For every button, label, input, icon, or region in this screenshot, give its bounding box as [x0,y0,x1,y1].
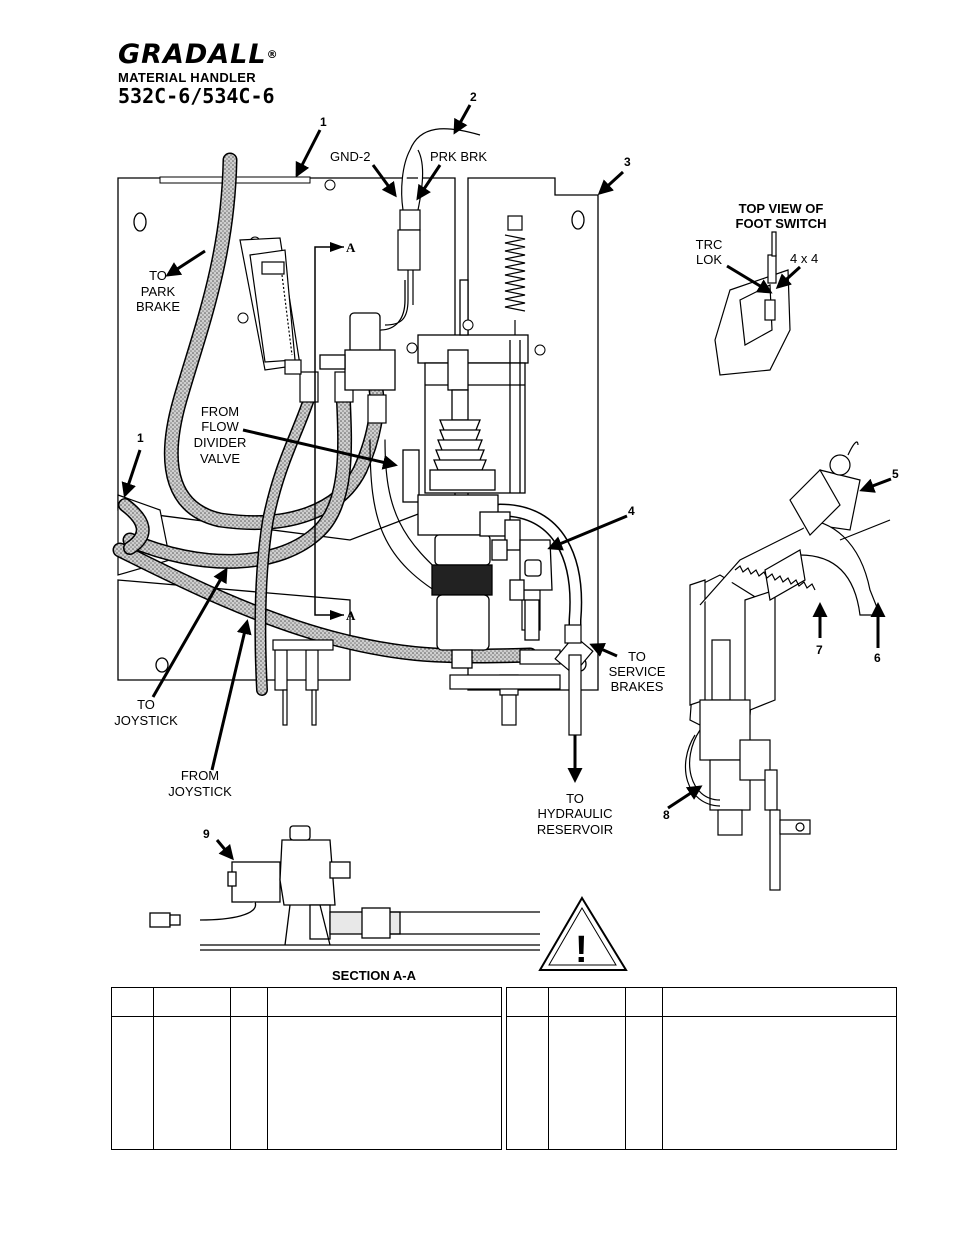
label-top-view-foot-switch: TOP VIEW OF FOOT SWITCH [736,201,827,231]
svg-text:FLOW: FLOW [201,419,239,434]
label-section-a-a: SECTION A-A [332,968,417,983]
svg-text:TO: TO [566,791,584,806]
callout-5: 5 [892,467,899,481]
svg-text:FOOT SWITCH: FOOT SWITCH [736,216,827,231]
label-to-park-brake: TO PARK BRAKE [136,268,180,314]
callout-9: 9 [203,827,210,841]
callout-3: 3 [624,155,631,169]
svg-text:VALVE: VALVE [200,451,240,466]
section-marker-lines [314,246,344,616]
svg-text:TO: TO [628,649,646,664]
warning-mark: ! [575,929,588,971]
callout-4: 4 [628,504,635,518]
label-from-joystick: FROM JOYSTICK [168,768,232,799]
section-marker-top: A [346,240,356,255]
park-brake-switch [239,237,302,375]
svg-text:HYDRAULIC: HYDRAULIC [537,806,612,821]
leader-arrows [121,104,892,861]
label-trc-lok: TRC LOK [696,237,723,267]
label-to-service-brakes: TO SERVICE BRAKES [609,649,666,694]
callout-6: 6 [874,651,881,665]
svg-text:TO: TO [149,268,167,283]
foot-switch-top-view [714,231,791,376]
svg-text:PARK: PARK [141,284,176,299]
callout-2: 2 [470,90,477,104]
label-to-hydraulic-reservoir: TO HYDRAULIC RESERVOIR [537,791,613,837]
callout-1-left: 1 [137,431,144,445]
svg-text:BRAKE: BRAKE [136,299,180,314]
warning-triangle: ! [538,896,628,971]
brake-valve-assembly [402,279,553,669]
svg-text:SERVICE: SERVICE [609,664,666,679]
label-4x4: 4 x 4 [790,251,818,266]
svg-text:TRC: TRC [696,237,723,252]
brand-header: GRADALL® MATERIAL HANDLER 532C-6/534C-6 [118,39,318,108]
svg-text:RESERVOIR: RESERVOIR [537,822,613,837]
svg-text:DIVIDER: DIVIDER [194,435,247,450]
svg-text:FROM: FROM [181,768,219,783]
fittings [272,371,594,736]
parts-table-left [111,987,502,1150]
label-from-flow-divider-valve: FROM FLOW DIVIDER VALVE [194,404,247,466]
svg-text:JOYSTICK: JOYSTICK [168,784,232,799]
label-gnd2: GND-2 [330,149,370,164]
svg-text:TO: TO [137,697,155,712]
svg-text:LOK: LOK [696,252,722,267]
callout-7: 7 [816,643,823,657]
pedal-assembly-view [684,441,891,891]
model-number: 532C-6/534C-6 [118,84,275,108]
parts-table-right [506,987,897,1150]
gradall-logo: GRADALL® [118,39,279,70]
brand-subtitle: MATERIAL HANDLER [118,70,256,85]
svg-text:BRAKES: BRAKES [611,679,664,694]
label-prk-brk: PRK BRK [430,149,487,164]
solenoid-valve [319,280,406,391]
svg-text:TOP VIEW OF: TOP VIEW OF [739,201,824,216]
section-a-a-detail [149,825,540,951]
callout-1-top: 1 [320,115,327,129]
label-to-joystick: TO JOYSTICK [114,697,178,728]
svg-text:FROM: FROM [201,404,239,419]
svg-text:JOYSTICK: JOYSTICK [114,713,178,728]
callout-8: 8 [663,808,670,822]
section-marker-bottom: A [346,608,356,623]
